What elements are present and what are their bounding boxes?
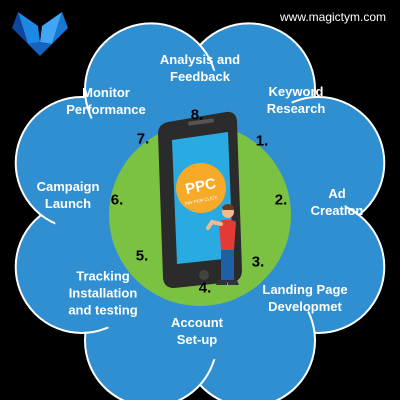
phone-speaker bbox=[188, 118, 214, 126]
website-url: www.magictym.com bbox=[279, 10, 386, 24]
step-1-number: 1. bbox=[255, 132, 269, 150]
step-4-number: 4. bbox=[198, 279, 212, 297]
ppc-badge-title: PPC bbox=[184, 175, 218, 198]
phone-home-button bbox=[199, 270, 209, 280]
geometric-bird-logo-icon bbox=[12, 12, 68, 56]
person-illustration bbox=[206, 204, 239, 285]
ppc-badge-subtitle: PAY PER CLICK bbox=[184, 195, 218, 207]
ppc-badge bbox=[176, 163, 226, 213]
step-3-number: 3. bbox=[251, 253, 265, 271]
person-shirt bbox=[219, 219, 236, 250]
step-6-number: 6. bbox=[110, 191, 124, 209]
person-hair bbox=[222, 204, 234, 210]
step-7-number: 7. bbox=[136, 130, 150, 148]
step-8-number: 8. bbox=[190, 106, 204, 124]
person-shoe-right bbox=[228, 280, 239, 285]
person-arm bbox=[206, 219, 223, 230]
step-5-number: 5. bbox=[135, 247, 149, 265]
person-shoe-left bbox=[216, 280, 227, 285]
person-jeans bbox=[221, 250, 234, 280]
step-2-number: 2. bbox=[274, 191, 288, 209]
